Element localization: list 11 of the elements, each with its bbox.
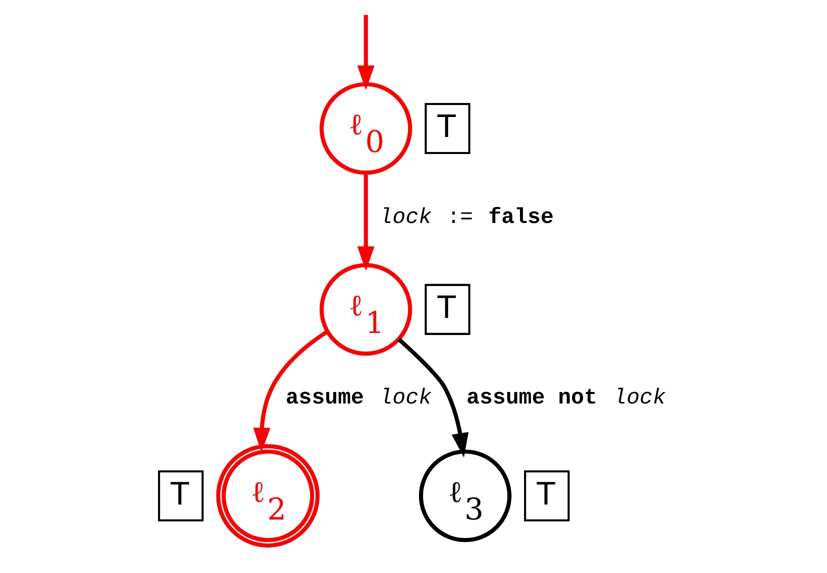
edge-label: assume not lock bbox=[466, 386, 666, 411]
node-label: T bbox=[536, 474, 556, 512]
node-label: T bbox=[436, 106, 457, 144]
arrow bbox=[357, 14, 374, 90]
node-label: T bbox=[436, 288, 457, 325]
arrow bbox=[357, 172, 374, 271]
edge-label: assume lock bbox=[286, 386, 432, 411]
node-label: T bbox=[170, 474, 190, 512]
arrow bbox=[397, 338, 469, 458]
edge-label: lock := false bbox=[379, 204, 554, 230]
arrow bbox=[253, 330, 329, 452]
